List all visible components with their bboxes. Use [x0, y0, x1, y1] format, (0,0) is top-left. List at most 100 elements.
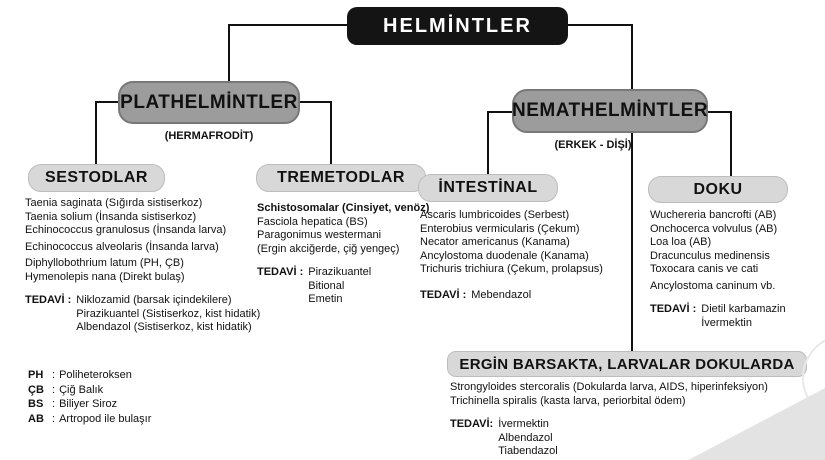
connector-line: [631, 24, 633, 89]
root-title: HELMİNTLER: [383, 14, 532, 37]
branch-box-nemathelmintler: NEMATHELMİNTLER: [512, 89, 708, 133]
legend-separator: :: [52, 369, 56, 382]
tremetodlar-treatment: TEDAVİ : Pirazikuantel Bitional Emetin: [257, 266, 442, 307]
species-item: Taenia solium (İnsanda sistiserkoz): [25, 210, 197, 223]
species-item: Diphyllobothrium latum (PH, ÇB): [25, 257, 184, 269]
treatment-item: Bitional: [308, 279, 345, 292]
connector-line: [487, 111, 489, 174]
tremetodlar-list: Schistosomalar (Cinsiyet, venöz) Fasciol…: [257, 202, 442, 307]
treatment-item: Tiabendazol: [498, 445, 558, 457]
connector-line: [228, 24, 230, 83]
treatment-item: Albendazol: [498, 431, 553, 444]
connector-line: [228, 24, 347, 26]
legend-row: AB : Artropod ile bulaşır: [28, 412, 151, 427]
treatment-list: Dietil karbamazin İvermektin: [701, 303, 785, 330]
species-item: Ascaris lumbricoides (Serbest): [420, 209, 570, 221]
legend-row: ÇB : Çiğ Balık: [28, 383, 151, 398]
connector-line: [95, 101, 118, 103]
species-item: Hymenolepis nana (Direkt bulaş): [25, 270, 185, 283]
intestinal-list: Ascaris lumbricoides (Serbest) Enterobiu…: [420, 209, 615, 302]
doku-treatment: TEDAVİ : Dietil karbamazin İvermektin: [650, 303, 820, 330]
treatment-item: Niklozamid (barsak içindekilere): [76, 294, 232, 306]
legend-value: Artropod ile bulaşır: [59, 413, 152, 426]
treatment-label: TEDAVİ :: [257, 266, 304, 278]
connector-line: [300, 101, 330, 103]
treatment-label: TEDAVİ :: [420, 288, 467, 301]
sestodlar-treatment: TEDAVİ : Niklozamid (barsak içindekilere…: [25, 294, 260, 335]
leaf-title: DOKU: [693, 180, 743, 198]
connector-line: [708, 111, 730, 113]
treatment-list: Pirazikuantel Bitional Emetin: [308, 266, 371, 307]
legend-separator: :: [52, 383, 56, 396]
legend-row: PH : Poliheteroksen: [28, 368, 151, 383]
ergin-barsakta-list: Strongyloides stercoralis (Dokularda lar…: [450, 381, 822, 459]
leaf-box-doku: DOKU: [648, 176, 788, 203]
leaf-title: SESTODLAR: [45, 169, 148, 186]
species-item: Ancylostoma caninum vb.: [650, 279, 776, 292]
treatment-list: Niklozamid (barsak içindekilere) Pirazik…: [76, 294, 260, 335]
legend-key: ÇB: [28, 383, 44, 396]
species-item: Echinococcus alveolaris (İnsanda larva): [25, 240, 219, 253]
legend-value: Poliheteroksen: [59, 369, 132, 382]
species-item: Schistosomalar (Cinsiyet, venöz): [257, 202, 430, 214]
treatment-label: TEDAVİ :: [650, 303, 697, 315]
leaf-title: TREMETODLAR: [277, 169, 405, 186]
species-item: Onchocerca volvulus (AB): [650, 222, 778, 235]
sestodlar-list: Taenia saginata (Sığırda sistiserkoz) Ta…: [25, 197, 260, 335]
branch-title: PLATHELMİNTLER: [120, 91, 298, 113]
treatment-item: Emetin: [308, 293, 343, 305]
branch-box-plathelmintler: PLATHELMİNTLER: [118, 81, 300, 124]
section-bar-title: ERGİN BARSAKTA, LARVALAR DOKULARDA: [459, 355, 795, 373]
legend-key: AB: [28, 413, 44, 426]
species-item: (Ergin akciğerde, çiğ yengeç): [257, 242, 400, 255]
species-item: Trichuris trichiura (Çekum, prolapsus): [420, 263, 603, 275]
leaf-title: İNTESTİNAL: [438, 179, 538, 196]
leaf-box-sestodlar: SESTODLAR: [28, 164, 165, 192]
connector-line: [487, 111, 512, 113]
species-item: Enterobius vermicularis (Çekum): [420, 222, 580, 235]
species-item: Necator americanus (Kanama): [420, 236, 570, 248]
intestinal-treatment: TEDAVİ : Mebendazol: [420, 289, 615, 303]
treatment-item: Pirazikuantel: [308, 266, 372, 278]
plathelmintler-note: (HERMAFRODİT): [164, 130, 254, 142]
treatment-label: TEDAVİ:: [450, 418, 494, 430]
treatment-item: Mebendazol: [471, 288, 532, 301]
treatment-item: İvermektin: [498, 418, 549, 430]
ergin-barsakta-treatment: TEDAVİ: İvermektin Albendazol Tiabendazo…: [450, 418, 822, 459]
species-item: Paragonimus westermani: [257, 229, 382, 241]
species-item: Echinococcus granulosus (İnsanda larva): [25, 224, 227, 236]
connector-line: [95, 101, 97, 165]
abbreviation-legend: PH : Poliheteroksen ÇB : Çiğ Balık BS : …: [28, 368, 151, 426]
legend-separator: :: [52, 398, 56, 411]
connector-line: [330, 101, 332, 165]
leaf-box-intestinal: İNTESTİNAL: [418, 174, 558, 202]
treatment-label: TEDAVİ :: [25, 294, 72, 306]
treatment-item: İvermektin: [701, 316, 752, 329]
legend-value: Biliyer Siroz: [59, 398, 118, 411]
treatment-list: Mebendazol: [471, 289, 531, 303]
connector-line: [568, 24, 631, 26]
treatment-item: Pirazikuantel (Sistiserkoz, kist hidatik…: [76, 307, 261, 320]
doku-list: Wuchereria bancrofti (AB) Onchocerca vol…: [650, 209, 820, 330]
species-item: Trichinella spiralis (kasta larva, perio…: [450, 394, 686, 407]
root-box-helmintler: HELMİNTLER: [347, 7, 568, 45]
species-item: Ancylostoma duodenale (Kanama): [420, 249, 589, 262]
legend-key: BS: [28, 398, 44, 411]
species-item: Fasciola hepatica (BS): [257, 215, 368, 228]
species-item: Taenia saginata (Sığırda sistiserkoz): [25, 197, 203, 209]
treatment-list: İvermektin Albendazol Tiabendazol: [498, 418, 558, 459]
species-item: Wuchereria bancrofti (AB): [650, 209, 777, 221]
legend-row: BS : Biliyer Siroz: [28, 397, 151, 412]
species-item: Dracunculus medinensis: [650, 249, 770, 262]
species-item: Loa loa (AB): [650, 236, 712, 248]
nemathelmintler-note: (ERKEK - DİŞİ): [554, 139, 632, 151]
species-item: Toxocara canis ve cati: [650, 263, 759, 275]
section-bar-ergin-barsakta: ERGİN BARSAKTA, LARVALAR DOKULARDA: [447, 351, 807, 377]
leaf-box-tremetodlar: TREMETODLAR: [256, 164, 426, 192]
connector-line: [730, 111, 732, 176]
treatment-item: Dietil karbamazin: [701, 303, 786, 315]
legend-separator: :: [52, 413, 56, 426]
species-item: Strongyloides stercoralis (Dokularda lar…: [450, 381, 768, 393]
legend-key: PH: [28, 369, 44, 382]
